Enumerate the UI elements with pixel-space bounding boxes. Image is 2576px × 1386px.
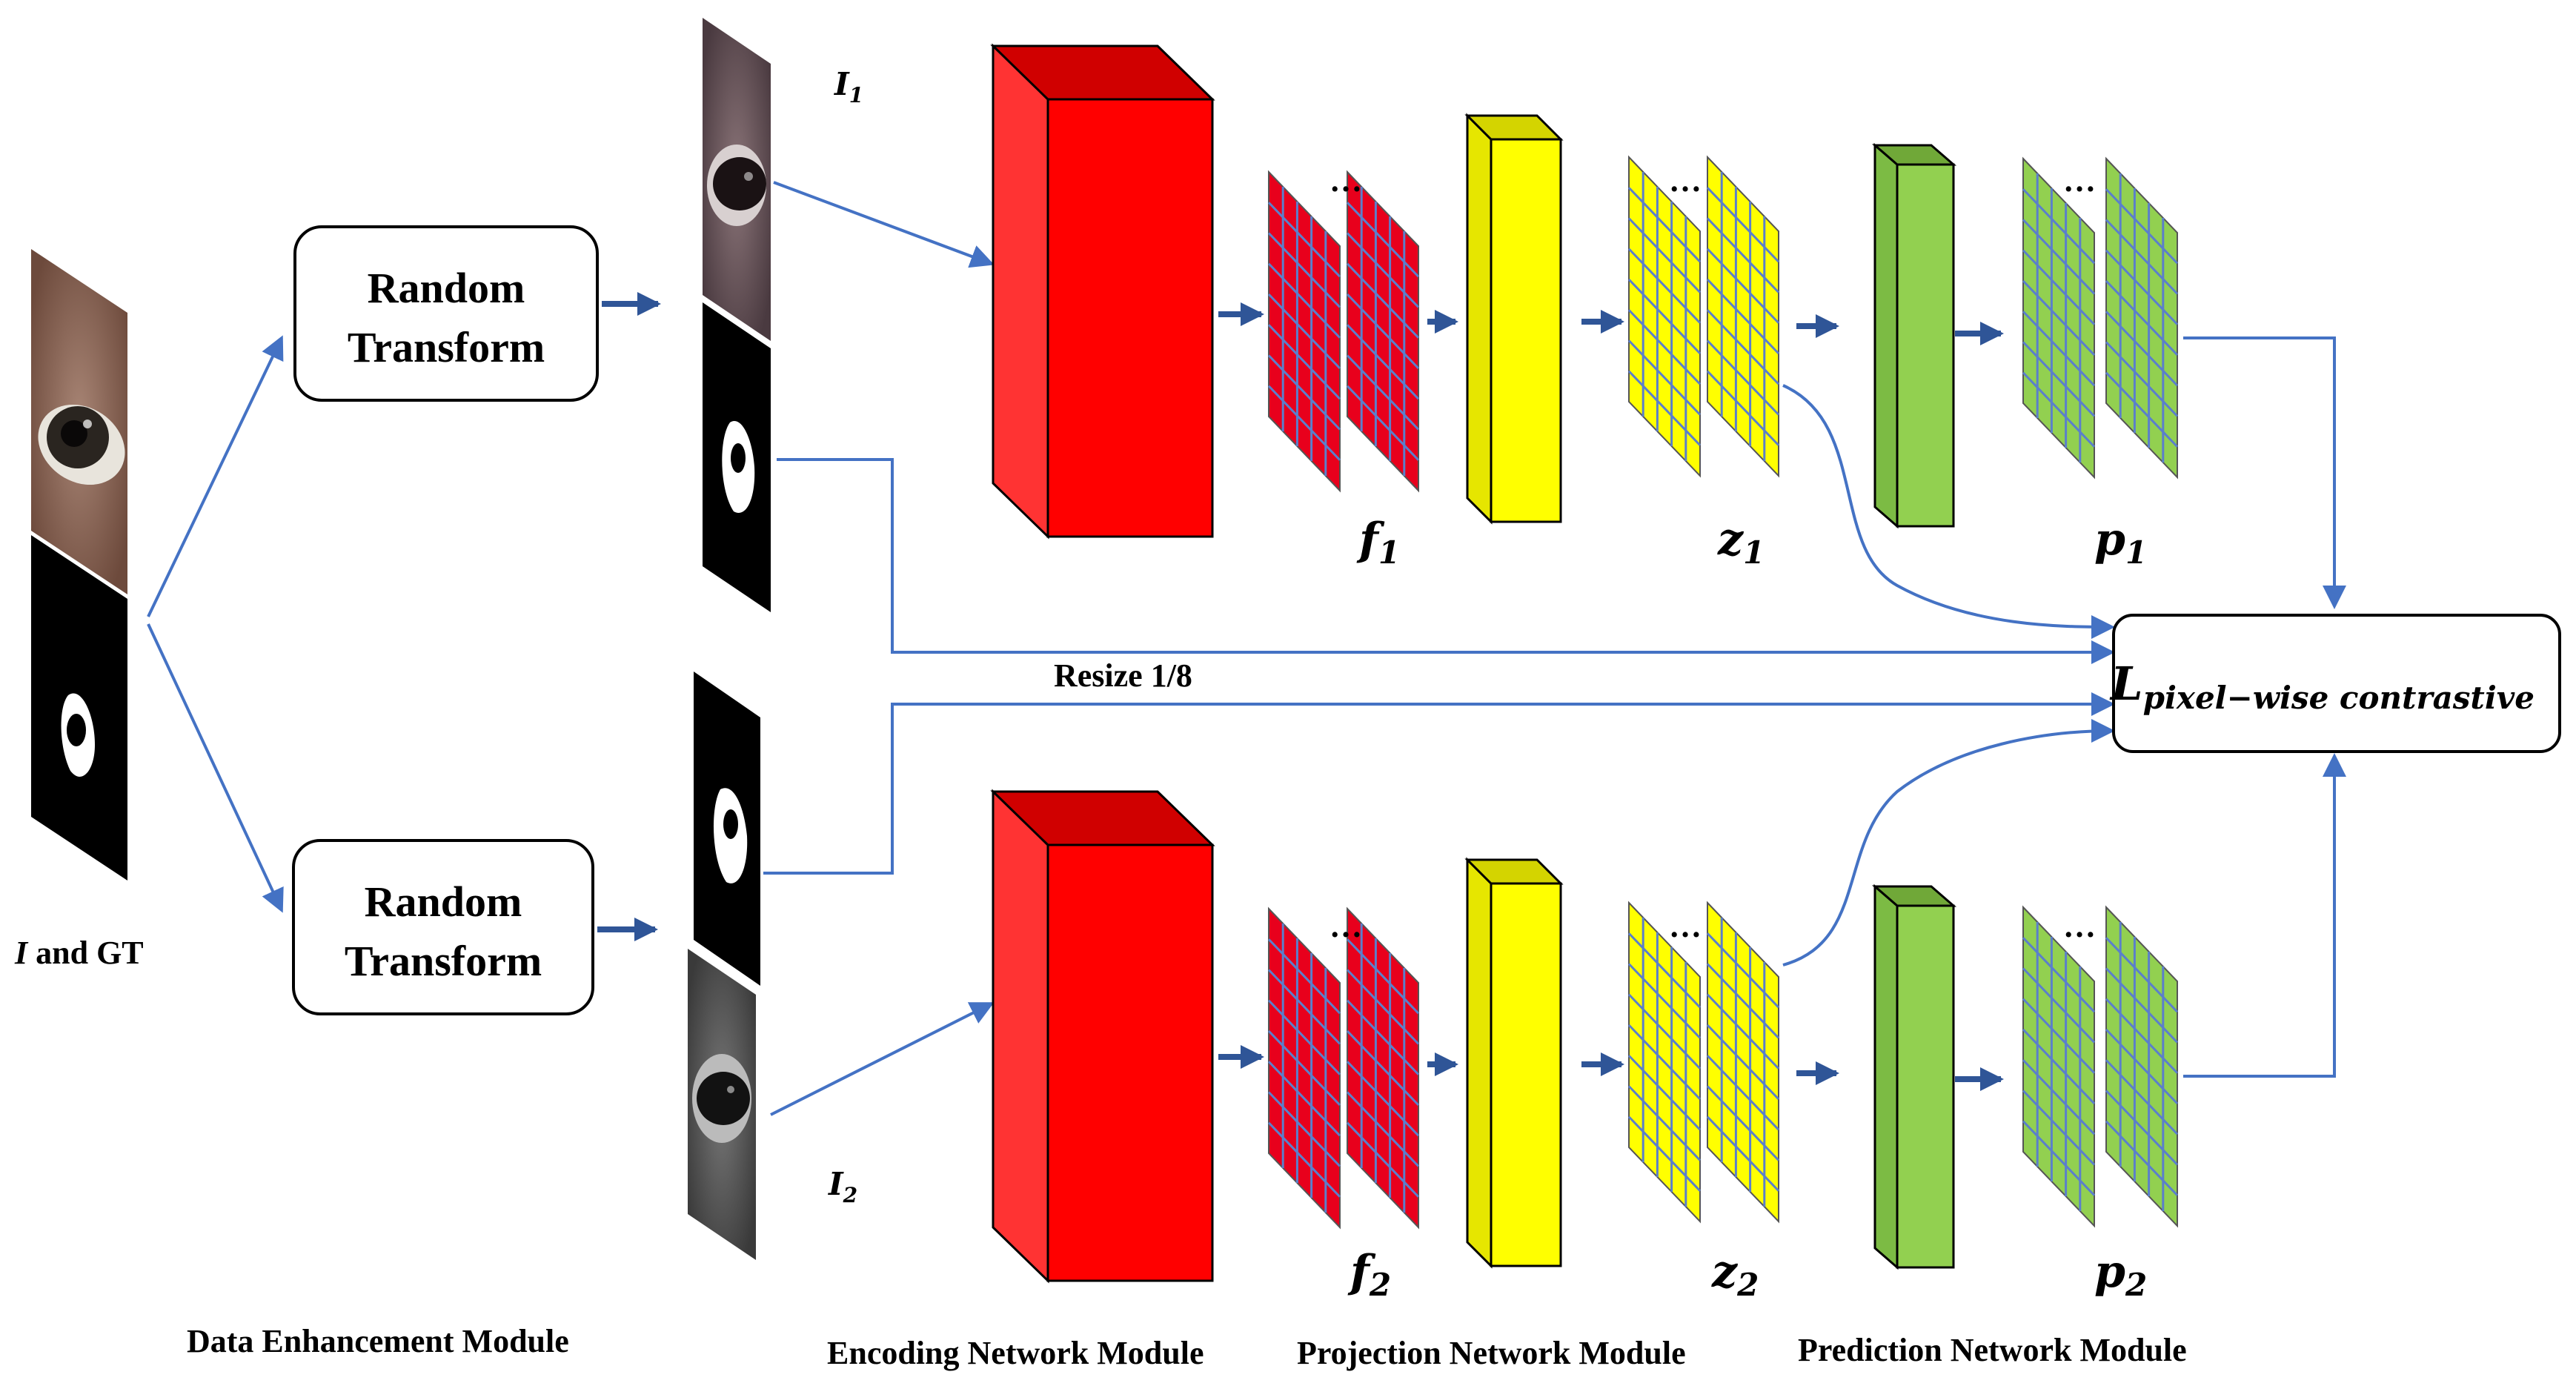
view1-gt-mask xyxy=(703,302,771,612)
ellipsis-f1: … xyxy=(1330,162,1362,199)
resize-label: Resize 1/8 xyxy=(1054,657,1192,694)
label-i1: I1 xyxy=(834,66,863,107)
random-transform-top-box: Random Transform xyxy=(293,225,599,402)
arrow-view2-to-encoder xyxy=(770,1002,995,1116)
view1-eye-image xyxy=(703,18,771,341)
label-p2: p2 xyxy=(2094,1246,2147,1303)
input-gt-mask xyxy=(31,535,127,881)
ellipsis-z2: … xyxy=(1669,908,1702,944)
ellipsis-z1: … xyxy=(1669,162,1702,199)
arrow-p2-to-loss xyxy=(2183,753,2346,1078)
module-label-prediction: Prediction Network Module xyxy=(1798,1332,2187,1368)
ellipsis-f2: … xyxy=(1330,908,1362,944)
grid-slab-f1-a xyxy=(1267,170,1341,493)
loss-box: Lpixel−wise contrastive xyxy=(2109,614,2561,753)
label-z1: z1 xyxy=(1717,514,1765,571)
grid-slab-p2-a xyxy=(2022,905,2096,1228)
random-transform-top-line1: Random xyxy=(368,264,525,312)
grid-slab-z2-a xyxy=(1627,901,1702,1224)
loss-label: Lpixel−wise contrastive xyxy=(2109,657,2534,716)
predictor-top xyxy=(1871,142,1957,529)
grid-slab-f2-b xyxy=(1346,906,1420,1230)
view2-eye-image xyxy=(688,949,756,1260)
label-f2: f2 xyxy=(1347,1246,1391,1303)
input-label: I and GT xyxy=(14,935,144,971)
random-transform-bottom-line2: Transform xyxy=(345,937,542,985)
random-transform-bottom-line1: Random xyxy=(365,878,522,926)
arrow-to-transform-bottom xyxy=(147,623,284,913)
arrow-gt1-to-loss xyxy=(777,458,2115,664)
grid-slab-p1-a xyxy=(2022,156,2096,480)
grid-slab-z1-a xyxy=(1627,155,1702,478)
grid-slab-z2-b xyxy=(1706,901,1780,1224)
random-transform-top-line2: Transform xyxy=(348,323,545,371)
module-label-data: Data Enhancement Module xyxy=(187,1323,569,1359)
label-i2: I2 xyxy=(828,1166,857,1207)
encoder-top xyxy=(990,43,1215,540)
input-eye-image xyxy=(31,249,127,594)
label-p1: p1 xyxy=(2094,514,2147,571)
arrow-z2-to-loss xyxy=(1782,719,2115,966)
random-transform-bottom-box: Random Transform xyxy=(292,839,594,1015)
grid-slab-f2-a xyxy=(1267,906,1341,1230)
label-z2: z2 xyxy=(1711,1246,1759,1303)
grid-slab-p2-b xyxy=(2105,905,2179,1228)
module-label-encoding: Encoding Network Module xyxy=(827,1335,1204,1371)
arrow-z1-to-loss xyxy=(1782,384,2115,639)
arrow-p1-to-loss xyxy=(2183,336,2346,609)
ellipsis-p1: … xyxy=(2063,162,2096,199)
label-f1: f1 xyxy=(1356,514,1400,571)
grid-slab-z1-b xyxy=(1706,155,1780,478)
ellipsis-p2: … xyxy=(2063,908,2096,944)
view2-gt-mask xyxy=(694,672,760,986)
encoder-bottom xyxy=(990,789,1215,1284)
arrow-gt2-to-loss xyxy=(763,692,2115,875)
grid-slab-f1-b xyxy=(1346,170,1420,493)
projector-top xyxy=(1464,113,1564,525)
arrow-to-transform-top xyxy=(147,335,284,617)
projector-bottom xyxy=(1464,857,1564,1269)
module-label-projection: Projection Network Module xyxy=(1297,1335,1686,1371)
grid-slab-p1-b xyxy=(2105,156,2179,480)
arrow-view1-to-encoder xyxy=(773,181,995,268)
predictor-bottom xyxy=(1871,883,1957,1270)
